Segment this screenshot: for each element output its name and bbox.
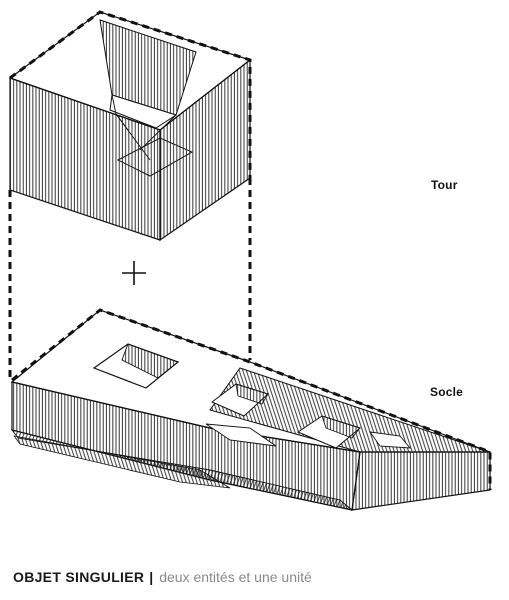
socle-facade-end xyxy=(351,451,491,511)
plus-icon xyxy=(122,261,146,285)
caption: OBJET SINGULIER| deux entités et une unit… xyxy=(13,569,312,585)
label-socle: Socle xyxy=(430,385,464,399)
caption-separator: | xyxy=(149,569,154,585)
socle-volume xyxy=(10,308,492,511)
label-tour: Tour xyxy=(431,178,458,192)
socle-dashed-outline xyxy=(11,308,492,490)
connection-guides xyxy=(8,178,252,380)
tour-dashed-outline xyxy=(9,10,252,178)
tour-volume xyxy=(8,10,252,242)
socle-openings xyxy=(205,383,412,449)
caption-title: OBJET SINGULIER xyxy=(13,569,145,585)
socle-void xyxy=(92,343,180,389)
caption-subtitle: deux entités et une unité xyxy=(159,569,312,585)
